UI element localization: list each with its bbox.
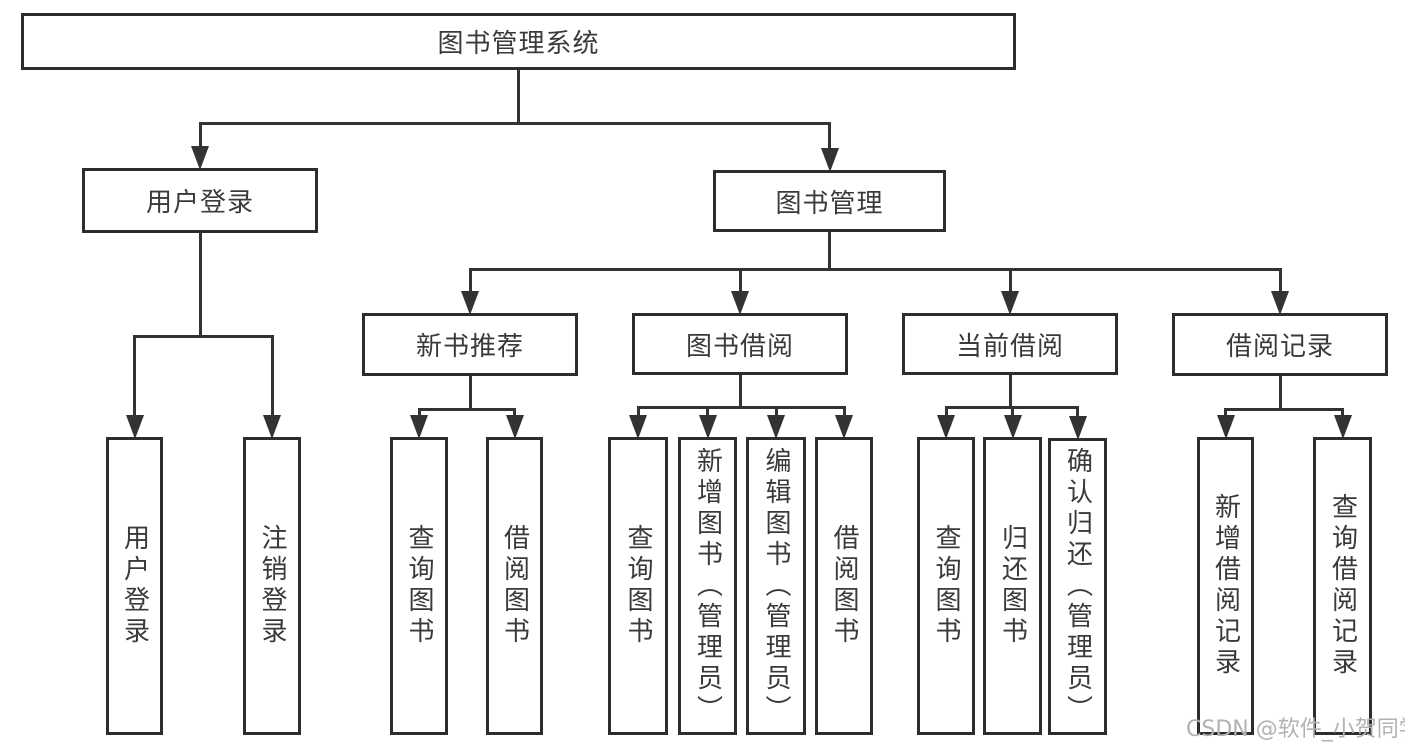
arrowhead-current-return-book <box>1003 415 1022 439</box>
connector-drop-user-login-op <box>133 335 136 415</box>
node-record-add: 新增借阅记录 <box>1197 437 1254 735</box>
node-new-book-recommend: 新书推荐 <box>362 313 578 376</box>
arrowhead-current-borrow <box>1001 291 1019 315</box>
node-label-user-login-op: 用户登录 <box>119 524 150 648</box>
node-logout-op: 注销登录 <box>243 437 301 735</box>
node-book-borrow: 图书借阅 <box>632 313 848 375</box>
node-current-query-book: 查询图书 <box>917 437 975 735</box>
arrowhead-borrow-record <box>1271 291 1289 315</box>
node-label-current-confirm-return: 确认归还（管理员） <box>1062 447 1093 726</box>
node-label-current-return-book: 归还图书 <box>997 524 1028 648</box>
arrowhead-record-add <box>1216 415 1235 439</box>
arrowhead-recommend-query-book <box>410 415 428 439</box>
connector-drop-borrow-record <box>1278 268 1282 291</box>
node-borrow-edit-book: 编辑图书（管理员） <box>746 437 806 735</box>
node-label-borrow-record: 借阅记录 <box>1225 332 1334 362</box>
connector-drop-current-borrow <box>1008 268 1012 291</box>
connector-branch-root <box>198 122 831 125</box>
connector-drop-borrow-edit-book <box>774 406 778 415</box>
connector-stem-new-book-recommend <box>468 375 472 411</box>
connector-drop-logout-op <box>270 335 274 415</box>
node-label-root: 图书管理系统 <box>437 29 600 59</box>
node-user-login-op: 用户登录 <box>106 437 163 735</box>
connector-drop-current-return-book <box>1011 406 1014 415</box>
node-borrow-add-book: 新增图书（管理员） <box>678 437 737 735</box>
node-label-record-add: 新增借阅记录 <box>1210 493 1241 679</box>
connector-branch-new-book-recommend <box>417 408 516 411</box>
connector-branch-book-borrow <box>636 406 846 409</box>
connector-drop-current-confirm-return <box>1076 406 1079 416</box>
node-book-management: 图书管理 <box>713 170 946 232</box>
node-user-login: 用户登录 <box>82 168 318 233</box>
connector-stem-book-borrow <box>738 374 742 409</box>
node-label-new-book-recommend: 新书推荐 <box>415 332 524 362</box>
arrowhead-record-query <box>1333 415 1352 439</box>
node-recommend-query-book: 查询图书 <box>390 437 448 735</box>
connector-stem-borrow-record <box>1278 375 1282 411</box>
connector-drop-borrow-query-book <box>636 406 640 415</box>
connector-drop-book-borrow <box>738 268 742 291</box>
connector-drop-new-book-recommend <box>468 268 472 291</box>
connector-drop-recommend-borrow-book <box>513 408 516 415</box>
arrowhead-current-confirm-return <box>1068 416 1087 440</box>
connector-drop-record-add <box>1224 408 1227 415</box>
node-borrow-record: 借阅记录 <box>1172 313 1388 376</box>
node-label-book-borrow: 图书借阅 <box>685 331 794 362</box>
node-label-logout-op: 注销登录 <box>257 524 287 648</box>
arrowhead-logout-op <box>263 415 281 439</box>
connector-stem-user-login <box>198 232 202 338</box>
node-label-recommend-borrow-book: 借阅图书 <box>499 524 530 648</box>
node-record-query: 查询借阅记录 <box>1313 437 1372 735</box>
arrowhead-recommend-borrow-book <box>505 415 524 439</box>
node-label-book-management: 图书管理 <box>775 188 884 219</box>
node-label-borrow-edit-book: 编辑图书（管理员） <box>761 446 791 726</box>
node-label-user-login: 用户登录 <box>145 188 254 218</box>
arrowhead-borrow-add-book <box>698 415 717 439</box>
connector-branch-book-management <box>468 268 1282 271</box>
connector-drop-current-query-book <box>944 406 948 415</box>
node-label-borrow-query-book: 查询图书 <box>623 524 653 648</box>
arrowhead-borrow-query-book <box>629 415 647 439</box>
connector-stem-book-management <box>828 231 831 271</box>
node-borrow-borrow-book: 借阅图书 <box>815 437 873 735</box>
connector-drop-borrow-add-book <box>706 406 709 415</box>
arrowhead-user-login-op <box>125 415 144 439</box>
arrowhead-new-book-recommend <box>461 291 479 315</box>
connector-drop-recommend-query-book <box>417 408 421 415</box>
node-label-borrow-add-book: 新增图书（管理员） <box>692 446 723 726</box>
arrowhead-book-borrow <box>731 291 749 315</box>
arrowhead-user-login <box>191 146 209 170</box>
arrowhead-book-management <box>820 148 839 172</box>
node-label-recommend-query-book: 查询图书 <box>404 524 434 648</box>
connector-stem-current-borrow <box>1008 374 1012 409</box>
arrowhead-borrow-edit-book <box>767 415 785 439</box>
node-current-return-book: 归还图书 <box>983 437 1042 735</box>
connector-drop-book-management <box>828 122 831 148</box>
node-label-current-borrow: 当前借阅 <box>955 331 1064 362</box>
node-label-record-query: 查询借阅记录 <box>1327 493 1358 679</box>
connector-drop-user-login <box>198 122 202 146</box>
node-label-current-query-book: 查询图书 <box>931 524 961 648</box>
node-label-borrow-borrow-book: 借阅图书 <box>829 524 859 648</box>
node-recommend-borrow-book: 借阅图书 <box>486 437 543 735</box>
arrowhead-current-query-book <box>937 415 955 439</box>
connector-stem-root <box>517 69 520 125</box>
node-borrow-query-book: 查询图书 <box>608 437 668 735</box>
node-current-borrow: 当前借阅 <box>902 313 1118 375</box>
node-root: 图书管理系统 <box>21 13 1016 70</box>
connector-drop-record-query <box>1341 408 1344 415</box>
watermark-text: CSDN @软件_小贺同学 <box>1186 717 1405 742</box>
connector-branch-borrow-record <box>1224 408 1344 411</box>
node-current-confirm-return: 确认归还（管理员） <box>1048 438 1107 735</box>
connector-drop-borrow-borrow-book <box>842 406 846 415</box>
arrowhead-borrow-borrow-book <box>835 415 853 439</box>
connector-branch-user-login <box>133 335 274 338</box>
